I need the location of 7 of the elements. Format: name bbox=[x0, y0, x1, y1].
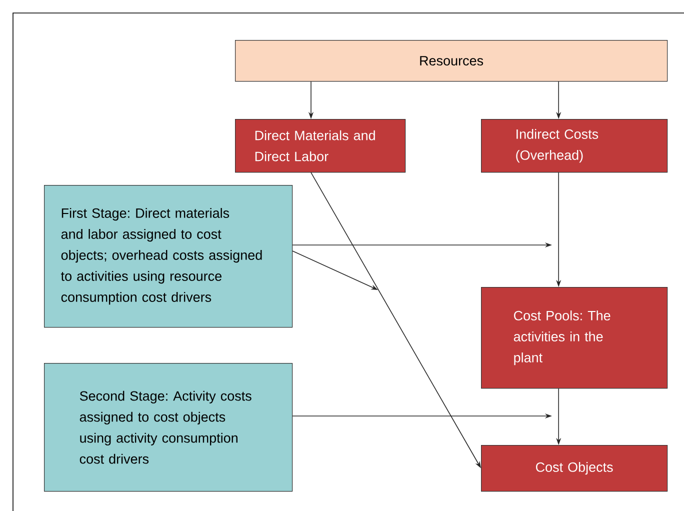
resource-box: Resources bbox=[235, 40, 668, 82]
cost-box: Cost Pools: The activities in the plant bbox=[481, 287, 668, 389]
cost-box: Indirect Costs (Overhead) bbox=[481, 119, 668, 173]
cost-box: Cost Objects bbox=[481, 445, 668, 492]
stage-note-box: First Stage: Direct materials and labor assigned to cost objects; overhead costs assigned to activities using resource consumption cost drivers bbox=[44, 185, 293, 328]
stage-note-box: Second Stage: Activity costs assigned to cost objects using activity consumption cost drivers bbox=[44, 363, 293, 492]
cost-box: Direct Materials and Direct Labor bbox=[235, 119, 406, 173]
